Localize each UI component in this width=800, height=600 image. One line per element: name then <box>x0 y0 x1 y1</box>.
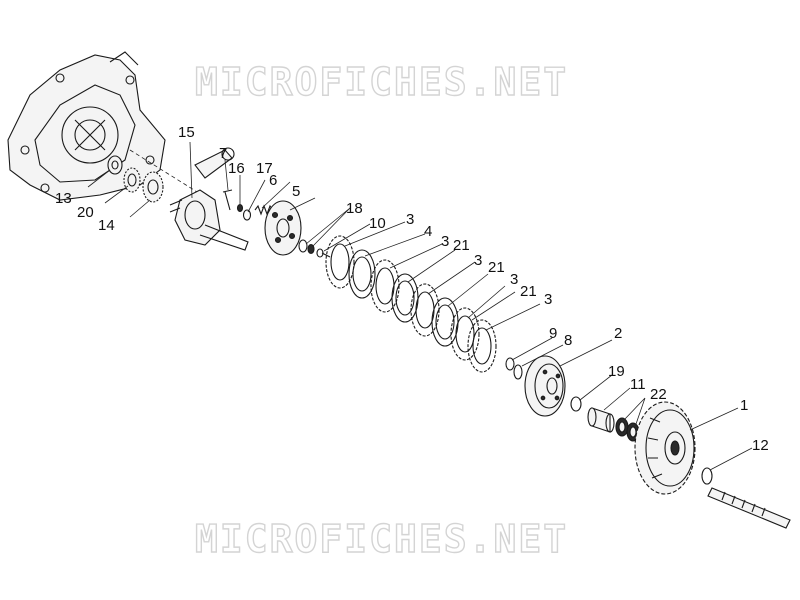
callout-2: 2 <box>614 325 622 342</box>
part-18-bearing-pair <box>298 239 315 255</box>
callout-3a: 3 <box>406 211 414 228</box>
mainshaft <box>707 487 791 529</box>
crankcase-housing <box>7 51 166 201</box>
callout-21a: 21 <box>453 237 470 254</box>
watermark-bottom: MICROFICHES.NET <box>195 517 568 561</box>
part-9-nut <box>505 357 515 371</box>
part-17-washer <box>242 209 252 221</box>
leader-lines <box>87 141 753 471</box>
callout-12: 12 <box>752 437 769 454</box>
watermark-top: MICROFICHES.NET <box>195 60 568 104</box>
callout-labels: 15 7 16 17 6 5 18 10 13 20 14 3 4 3 21 3… <box>55 124 769 454</box>
callout-4: 4 <box>424 223 432 240</box>
callout-20: 20 <box>77 204 94 221</box>
callout-13: 13 <box>55 190 72 207</box>
callout-9: 9 <box>549 325 557 342</box>
callout-3d: 3 <box>510 271 518 288</box>
part-1-clutch-basket <box>634 401 696 495</box>
part-16-ring <box>236 203 244 213</box>
callout-7: 7 <box>219 145 227 162</box>
callout-22: 22 <box>650 386 667 403</box>
part-13-bearing <box>107 155 123 175</box>
part-2-clutch-hub <box>524 355 566 417</box>
part-7-pin <box>222 189 233 211</box>
callout-3b: 3 <box>441 233 449 250</box>
callout-1: 1 <box>740 397 748 414</box>
callout-17: 17 <box>256 160 273 177</box>
part-10-pushrod <box>316 248 331 258</box>
part-11-bushing <box>587 407 615 433</box>
callout-21c: 21 <box>520 283 537 300</box>
callout-21b: 21 <box>488 259 505 276</box>
part-12-washer <box>701 467 713 485</box>
callout-14: 14 <box>98 217 115 234</box>
callout-11: 11 <box>630 376 646 393</box>
callout-3e: 3 <box>544 291 552 308</box>
part-5-pressure-plate <box>264 200 302 256</box>
part-14-gear <box>142 171 164 203</box>
callout-5: 5 <box>292 183 300 200</box>
callout-19: 19 <box>608 363 625 380</box>
part-15-crankshaft <box>169 147 249 251</box>
part-22-needle-bearings <box>615 417 640 442</box>
callout-6: 6 <box>269 172 277 189</box>
part-8-washer <box>513 364 523 380</box>
callout-8: 8 <box>564 332 572 349</box>
callout-18: 18 <box>346 200 363 217</box>
callout-16: 16 <box>228 160 245 177</box>
callout-10: 10 <box>369 215 386 232</box>
clutch-plate-pack <box>325 235 497 373</box>
callout-3c: 3 <box>474 252 482 269</box>
callout-15: 15 <box>178 124 195 141</box>
part-19-washer <box>570 396 582 412</box>
part-20-gear <box>123 167 141 193</box>
